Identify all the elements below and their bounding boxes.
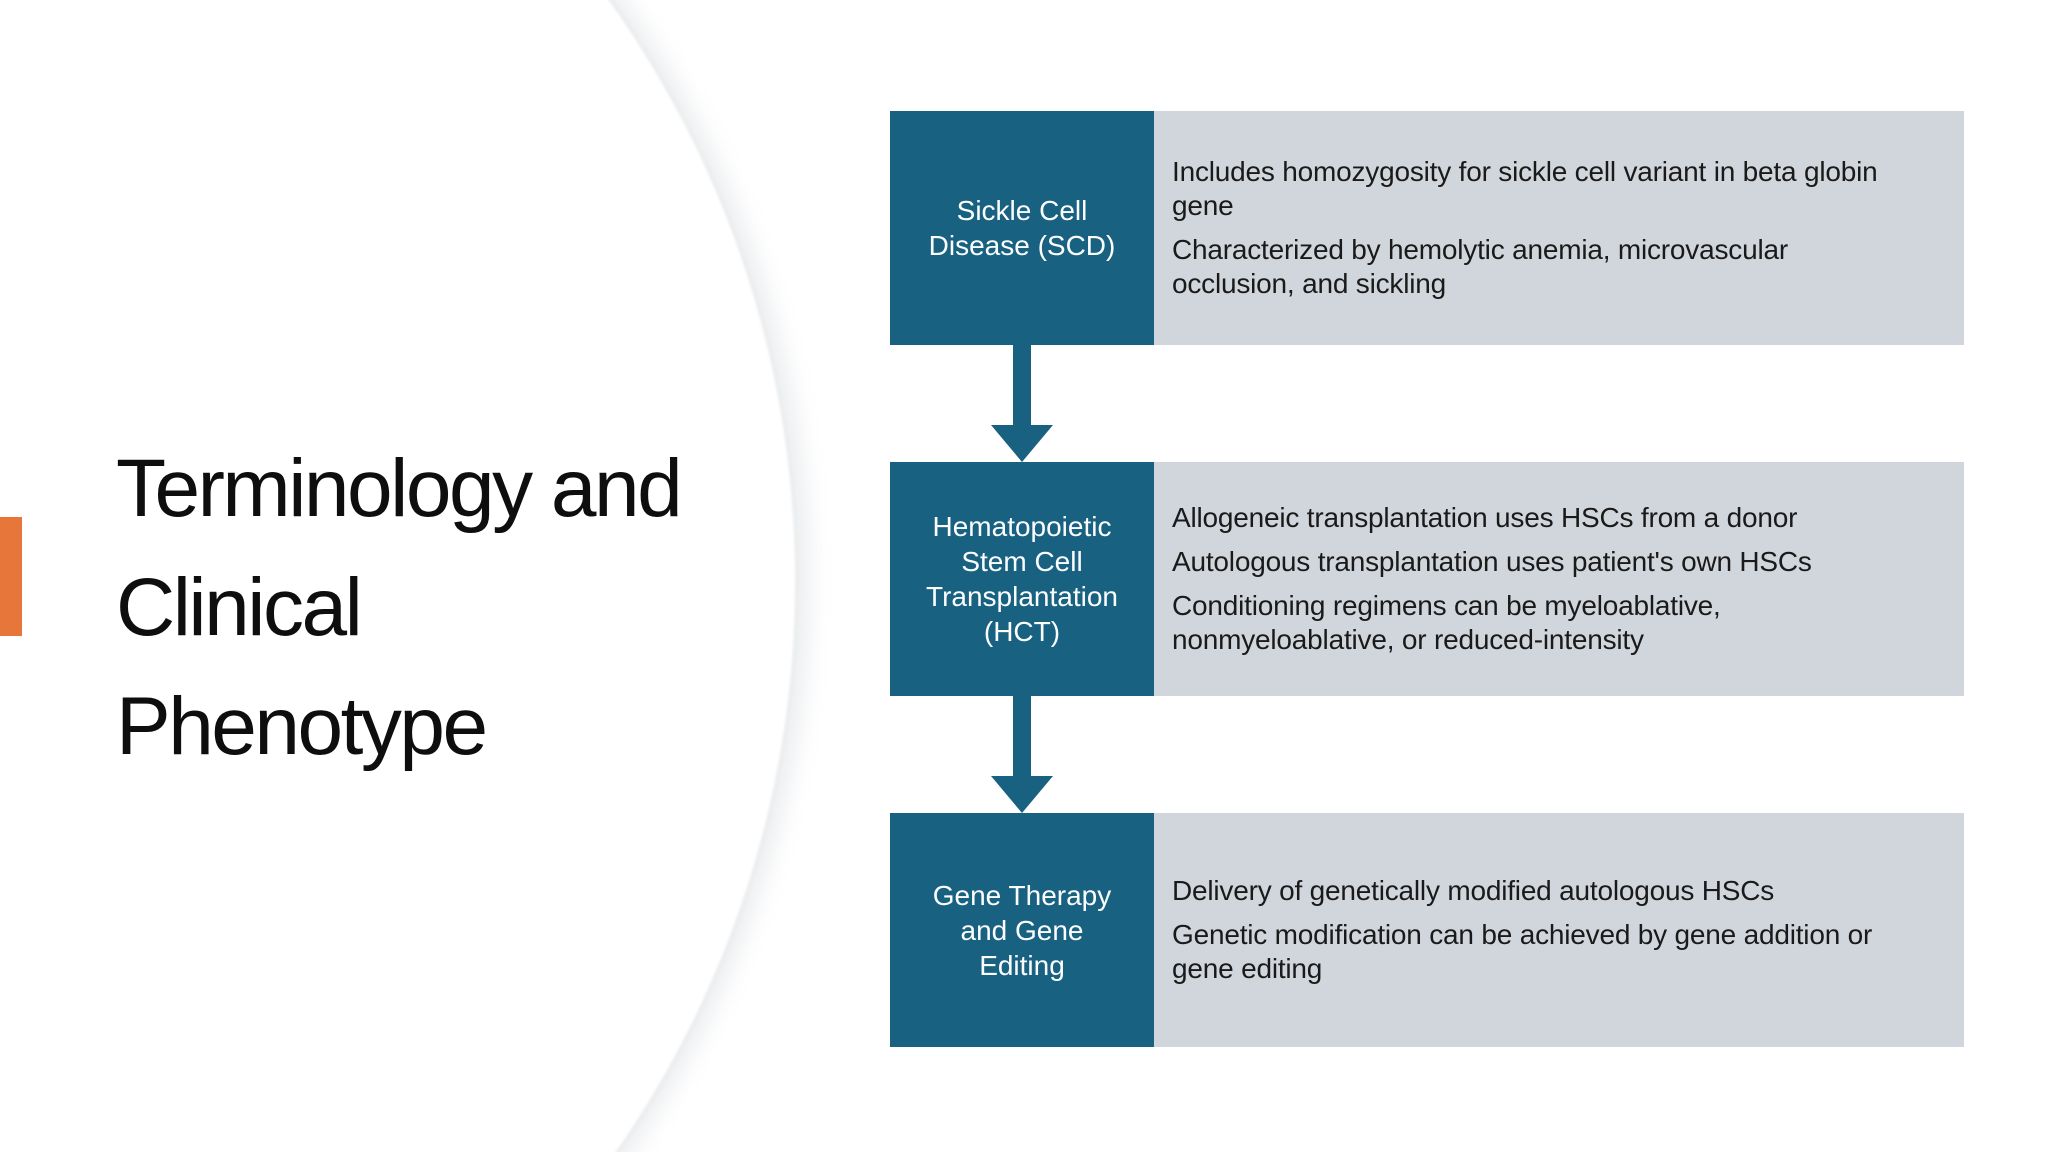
stage-description-point: Allogeneic transplantation uses HSCs fro…	[1172, 501, 1798, 533]
stage-description-box: Allogeneic transplantation uses HSCs fro…	[1154, 462, 1964, 696]
stage-description-point: Genetic modification can be achieved by …	[1172, 918, 1873, 985]
stage-label-box: Gene Therapy and Gene Editing	[890, 813, 1154, 1047]
stage-description-point: Conditioning regimens can be myeloablati…	[1172, 590, 1721, 656]
arrow-gap	[890, 345, 1154, 462]
stage-description-box: Includes homozygosity for sickle cell va…	[1154, 111, 1964, 345]
diagram-row: Gene Therapy and Gene Editing Delivery o…	[890, 813, 1964, 1047]
diagram-row: Sickle Cell Disease (SCD) Includes homoz…	[890, 111, 1964, 345]
down-arrow-stem	[1013, 345, 1031, 425]
stage-description-box: Delivery of genetically modified autolog…	[1154, 813, 1964, 1047]
accent-bar	[0, 517, 22, 636]
stage-label-box: Sickle Cell Disease (SCD)	[890, 111, 1154, 345]
stage-label: Hematopoietic Stem Cell Transplantation …	[926, 511, 1118, 647]
stage-label: Gene Therapy and Gene Editing	[932, 879, 1112, 981]
stage-label-box: Hematopoietic Stem Cell Transplantation …	[890, 462, 1154, 696]
stage-description-point: Autologous transplantation uses patient'…	[1172, 545, 1812, 577]
stage-description-point: Characterized by hemolytic anemia, micro…	[1172, 234, 1788, 300]
arrow-gap	[890, 696, 1154, 813]
stage-label: Sickle Cell Disease (SCD)	[928, 195, 1116, 261]
stage-description-point: Delivery of genetically modified autolog…	[1172, 874, 1775, 906]
diagram-row: Hematopoietic Stem Cell Transplantation …	[890, 462, 1964, 696]
down-arrow-stem	[1013, 696, 1031, 776]
process-diagram: Sickle Cell Disease (SCD) Includes homoz…	[890, 111, 1964, 1047]
down-arrow-icon	[991, 776, 1053, 813]
down-arrow-icon	[991, 425, 1053, 462]
slide-title: Terminology and Clinical Phenotype	[116, 443, 683, 772]
stage-description-point: Includes homozygosity for sickle cell va…	[1172, 155, 1878, 221]
